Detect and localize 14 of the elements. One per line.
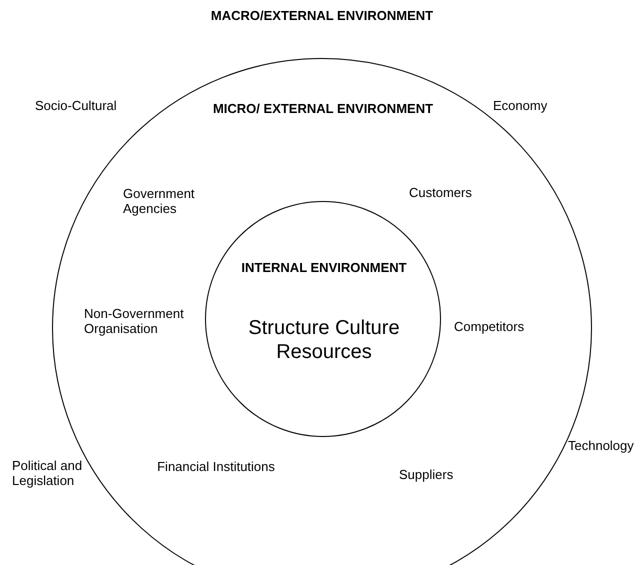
circle-heading: MICRO/ EXTERNAL ENVIRONMENT xyxy=(212,101,434,117)
factor-label: Technology xyxy=(568,438,635,453)
factor-label: Suppliers xyxy=(399,467,454,482)
factor-label: Non-Government Organisation xyxy=(84,306,185,336)
factor-label: Financial Institutions xyxy=(156,459,276,474)
factor-label: Economy xyxy=(493,98,548,113)
core-element-list: Structure Culture Resources xyxy=(234,316,414,364)
factor-label: Government Agencies xyxy=(123,186,196,216)
factor-label: Competitors xyxy=(454,319,526,334)
factor-label: Customers xyxy=(409,185,473,200)
diagram-heading: MACRO/EXTERNAL ENVIRONMENT xyxy=(210,8,434,24)
factor-label: Socio-Cultural xyxy=(35,98,118,113)
circle-heading: INTERNAL ENVIRONMENT xyxy=(240,260,408,276)
factor-label: Political and Legislation xyxy=(12,458,84,488)
